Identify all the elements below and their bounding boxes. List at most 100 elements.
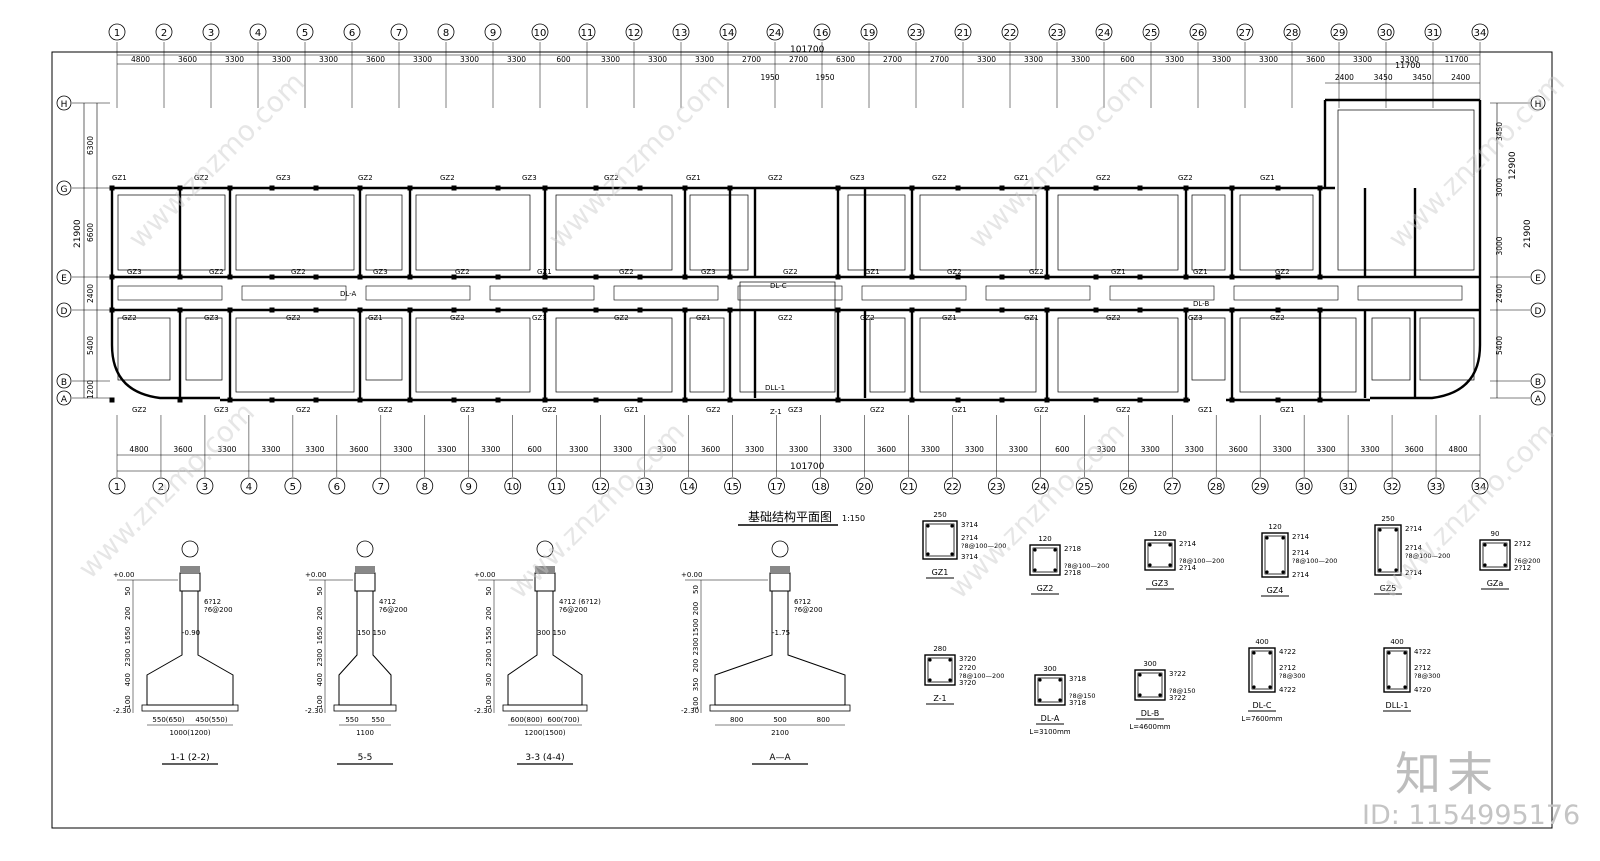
dim-text-bottom: 3600 xyxy=(1229,445,1248,454)
column-square xyxy=(495,397,501,403)
stirrup-outline xyxy=(925,523,955,557)
section-base-part: 800 xyxy=(730,716,743,724)
axis-label-top: 22 xyxy=(1004,28,1017,39)
detail-name: GZ5 xyxy=(1380,584,1397,593)
axis-bubble-left xyxy=(56,95,72,111)
column-tag: GZ3 xyxy=(373,268,388,276)
rebar-dot xyxy=(948,678,952,682)
rebar-dot xyxy=(1252,651,1256,655)
section-bubble xyxy=(356,540,374,558)
column-tag: GZ1 xyxy=(1193,268,1208,276)
footing-outline xyxy=(689,194,749,271)
dim-text-bottom: 3300 xyxy=(1361,445,1380,454)
plan-scale: 1:150 xyxy=(842,514,865,523)
brand-logo: 知末 xyxy=(1395,747,1499,801)
axis-label-top: 21 xyxy=(957,28,970,39)
axis-label-top: 25 xyxy=(1145,28,1158,39)
plan-title: 基础结构平面图 xyxy=(748,509,832,524)
axis-bubble-top xyxy=(1048,23,1066,41)
column-square xyxy=(727,274,733,280)
axis-bubble-bottom xyxy=(943,477,961,495)
column-square xyxy=(495,274,501,280)
column-square xyxy=(909,307,915,313)
beam-tag: DL-A xyxy=(340,290,357,298)
footing-outline xyxy=(365,194,403,271)
corridor-beam xyxy=(489,285,595,301)
column-tag: GZ3 xyxy=(850,174,865,182)
dim-text-bottom: 3300 xyxy=(261,445,280,454)
detail-name: GZ1 xyxy=(932,568,949,577)
dim-text-wing: 2400 xyxy=(1335,73,1354,82)
column-tag: GZ2 xyxy=(291,268,306,276)
axis-bubble-right xyxy=(1530,302,1546,318)
dim-text-top: 3300 xyxy=(1212,55,1231,64)
footing-outline xyxy=(739,281,836,393)
right-sub-total: 12900 xyxy=(1508,151,1518,180)
column-square xyxy=(227,397,233,403)
axis-bubble-top xyxy=(155,23,173,41)
dim-text-top: 3300 xyxy=(319,55,338,64)
column-square xyxy=(835,185,841,191)
column-square xyxy=(313,307,319,313)
column-square xyxy=(357,397,363,403)
rebar-dot xyxy=(928,658,932,662)
footing-outline xyxy=(1239,194,1314,271)
axis-bubble-bottom xyxy=(812,477,829,495)
detail-stirrup: ?8@300 xyxy=(1414,672,1441,680)
column-square xyxy=(177,397,183,403)
axis-label-bottom: 18 xyxy=(814,482,827,493)
column-tag: GZ2 xyxy=(194,174,209,182)
detail-length: L=7600mm xyxy=(1241,715,1282,723)
column-square xyxy=(835,307,841,313)
axis-bubble-bottom xyxy=(1075,477,1093,495)
blinding-layer xyxy=(502,704,588,712)
wall-curve-east xyxy=(1370,310,1482,400)
dim-text-top: 2700 xyxy=(789,55,808,64)
stirrup-outline xyxy=(1037,677,1063,703)
detail-stirrup: ?8@100—200 xyxy=(1292,557,1337,565)
section-dim-text: 2300 xyxy=(692,638,700,656)
bottom-elevation: -2.30 xyxy=(305,707,323,715)
section-base-total: 1000(1200) xyxy=(169,729,210,737)
section-base-total: 2100 xyxy=(771,729,789,737)
column-tag: GZ1 xyxy=(1260,174,1275,182)
axis-bubble-bottom xyxy=(1251,477,1269,495)
column-tag: GZ2 xyxy=(450,314,465,322)
footing-outline xyxy=(555,317,673,393)
axis-label-bottom: 29 xyxy=(1254,482,1267,493)
axis-label-left: B xyxy=(61,378,67,388)
column-square xyxy=(955,274,961,280)
axis-bubble-bottom xyxy=(900,477,917,495)
column-square xyxy=(593,307,599,313)
dim-text-bottom: 3300 xyxy=(217,445,236,454)
column-square xyxy=(999,397,1005,403)
rebar-dot xyxy=(928,678,932,682)
column-tag: GZ1 xyxy=(368,314,383,322)
footing-profile xyxy=(714,591,846,706)
dim-text-bottom: 3300 xyxy=(1097,445,1116,454)
dim-text-bottom: 3300 xyxy=(965,445,984,454)
detail-top-bar: 2?12 xyxy=(1514,540,1531,548)
section-title: A—A xyxy=(769,753,791,763)
axis-bubble-top xyxy=(1471,23,1489,41)
rebar-dot xyxy=(926,524,930,528)
axis-label-top: 26 xyxy=(1192,28,1205,39)
rebar-dot xyxy=(950,552,954,556)
axis-bubble-right xyxy=(1530,390,1546,406)
footing-outline xyxy=(117,317,171,381)
dim-text-top: 11700 xyxy=(1445,55,1469,64)
column-square xyxy=(1183,397,1189,403)
bottom-elevation: -2.30 xyxy=(474,707,492,715)
dim-text-bottom: 3300 xyxy=(745,445,764,454)
detail-size: 250 xyxy=(1381,515,1394,523)
dim-text-top: 3600 xyxy=(1306,55,1325,64)
axis-bubble-right xyxy=(1530,373,1546,389)
column-square xyxy=(1137,274,1143,280)
detail-top-bar: 3?22 xyxy=(1169,670,1186,678)
column-tag: GZ2 xyxy=(440,174,455,182)
elevation-label: +0.00 xyxy=(681,571,702,579)
axis-bubble-top xyxy=(1095,23,1113,41)
dim-text-bottom: 3300 xyxy=(1141,445,1160,454)
axis-label-top: 9 xyxy=(490,28,496,39)
